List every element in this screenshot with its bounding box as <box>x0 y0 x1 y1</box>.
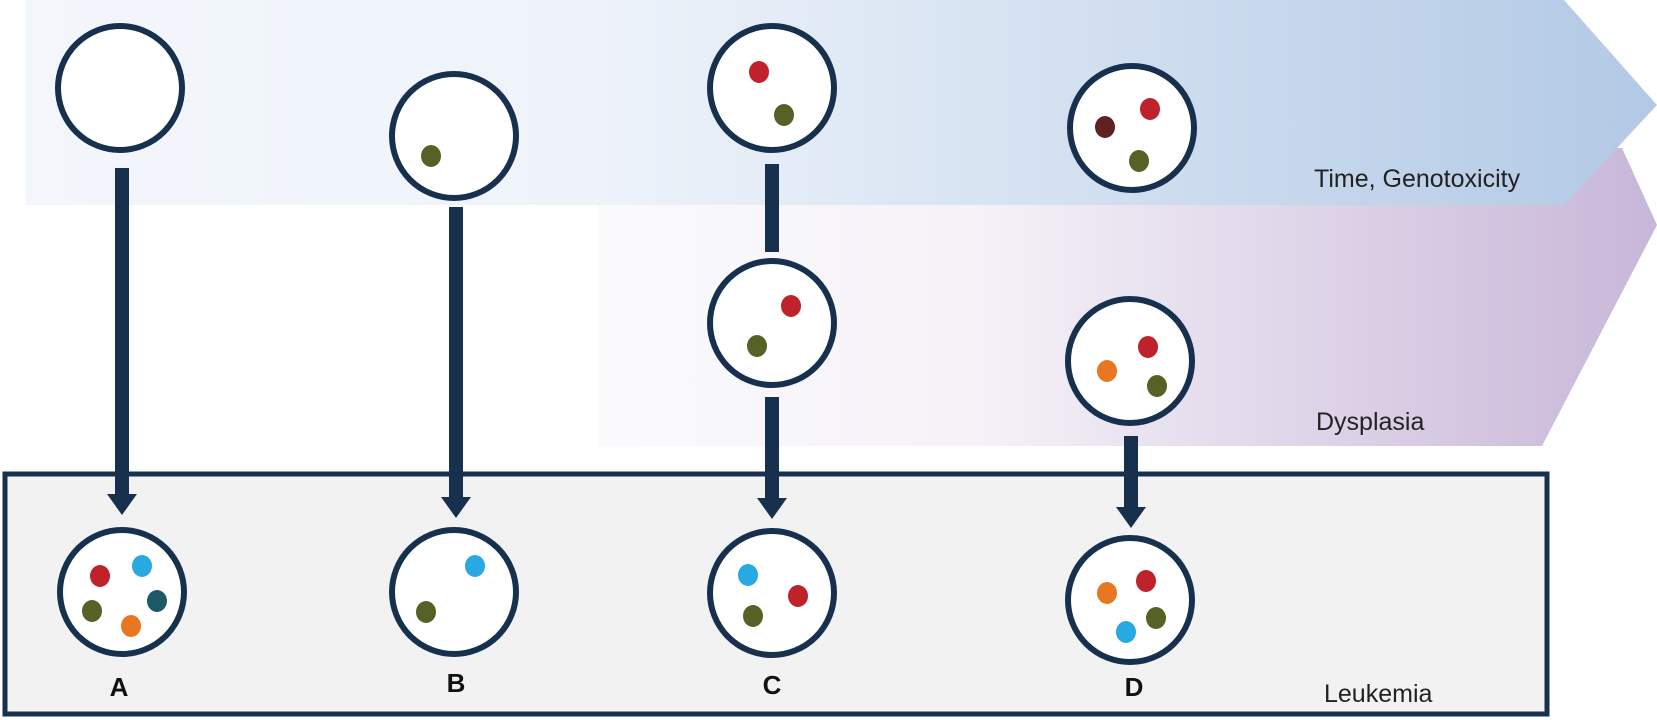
mutation-dot-red <box>1138 336 1158 358</box>
mutation-dot-orange <box>1097 360 1117 382</box>
mutation-dot-blue <box>1116 621 1136 643</box>
arrow-d-shaft <box>1124 436 1138 511</box>
mutation-dot-teal <box>147 590 167 612</box>
connector-c-upper <box>765 164 779 252</box>
mutation-dot-red <box>749 61 769 83</box>
mutation-dot-orange <box>1097 582 1117 604</box>
mutation-dot-olive <box>774 104 794 126</box>
time-genotoxicity-label: Time, Genotoxicity <box>1314 165 1521 193</box>
arrow-b-shaft <box>449 207 463 501</box>
mutation-dot-olive <box>416 601 436 623</box>
cell-d-dysplastic <box>1065 296 1195 426</box>
mutation-dot-red <box>90 565 110 587</box>
pathway-letters: A B C D <box>110 668 1144 702</box>
mutation-dot-olive <box>1146 607 1166 629</box>
arrow-b-head <box>441 497 471 518</box>
mutation-dot-olive <box>743 605 763 627</box>
arrow-a-shaft <box>115 168 129 498</box>
mutation-dot-blue <box>465 555 485 577</box>
mutation-dot-blue <box>132 555 152 577</box>
mutation-dot-olive <box>82 600 102 622</box>
arrow-c-shaft <box>765 397 779 502</box>
pathway-letter-b: B <box>447 668 466 698</box>
pathway-letter-a: A <box>110 672 129 702</box>
arrow-a-head <box>107 494 137 515</box>
dysplasia-label: Dysplasia <box>1316 408 1424 436</box>
mutation-dot-olive <box>1147 375 1167 397</box>
time-genotoxicity-band: Time, Genotoxicity <box>26 0 1657 205</box>
cell-c-early <box>707 23 837 153</box>
cell-b-leukemic <box>389 527 519 657</box>
mutation-dot-blue <box>738 564 758 586</box>
mutation-dot-red <box>781 295 801 317</box>
leukemia-label: Leukemia <box>1324 680 1432 708</box>
mutation-dot-olive <box>1129 150 1149 172</box>
pathway-letter-d: D <box>1125 672 1144 702</box>
mutation-dot-red <box>1140 98 1160 120</box>
mutation-dot-olive <box>421 145 441 167</box>
cell-a-normal <box>55 23 185 153</box>
cell-c-dysplastic <box>707 258 837 388</box>
mutation-dot-orange <box>121 615 141 637</box>
pathway-letter-c: C <box>763 670 782 700</box>
arrow-c-head <box>757 498 787 519</box>
cell-d-leukemic <box>1065 535 1195 665</box>
cell-a-leukemic <box>57 527 187 657</box>
mutations <box>82 61 1167 643</box>
cell-b-early <box>389 71 519 201</box>
mutation-dot-red <box>788 585 808 607</box>
cells <box>55 23 1197 665</box>
mutation-dot-brown <box>1095 116 1115 138</box>
arrow-d-head <box>1116 507 1146 528</box>
mutation-dot-olive <box>747 335 767 357</box>
mutation-dot-red <box>1136 570 1156 592</box>
connectors <box>107 164 1146 528</box>
cell-d-early <box>1067 63 1197 193</box>
cell-c-leukemic <box>707 528 837 658</box>
